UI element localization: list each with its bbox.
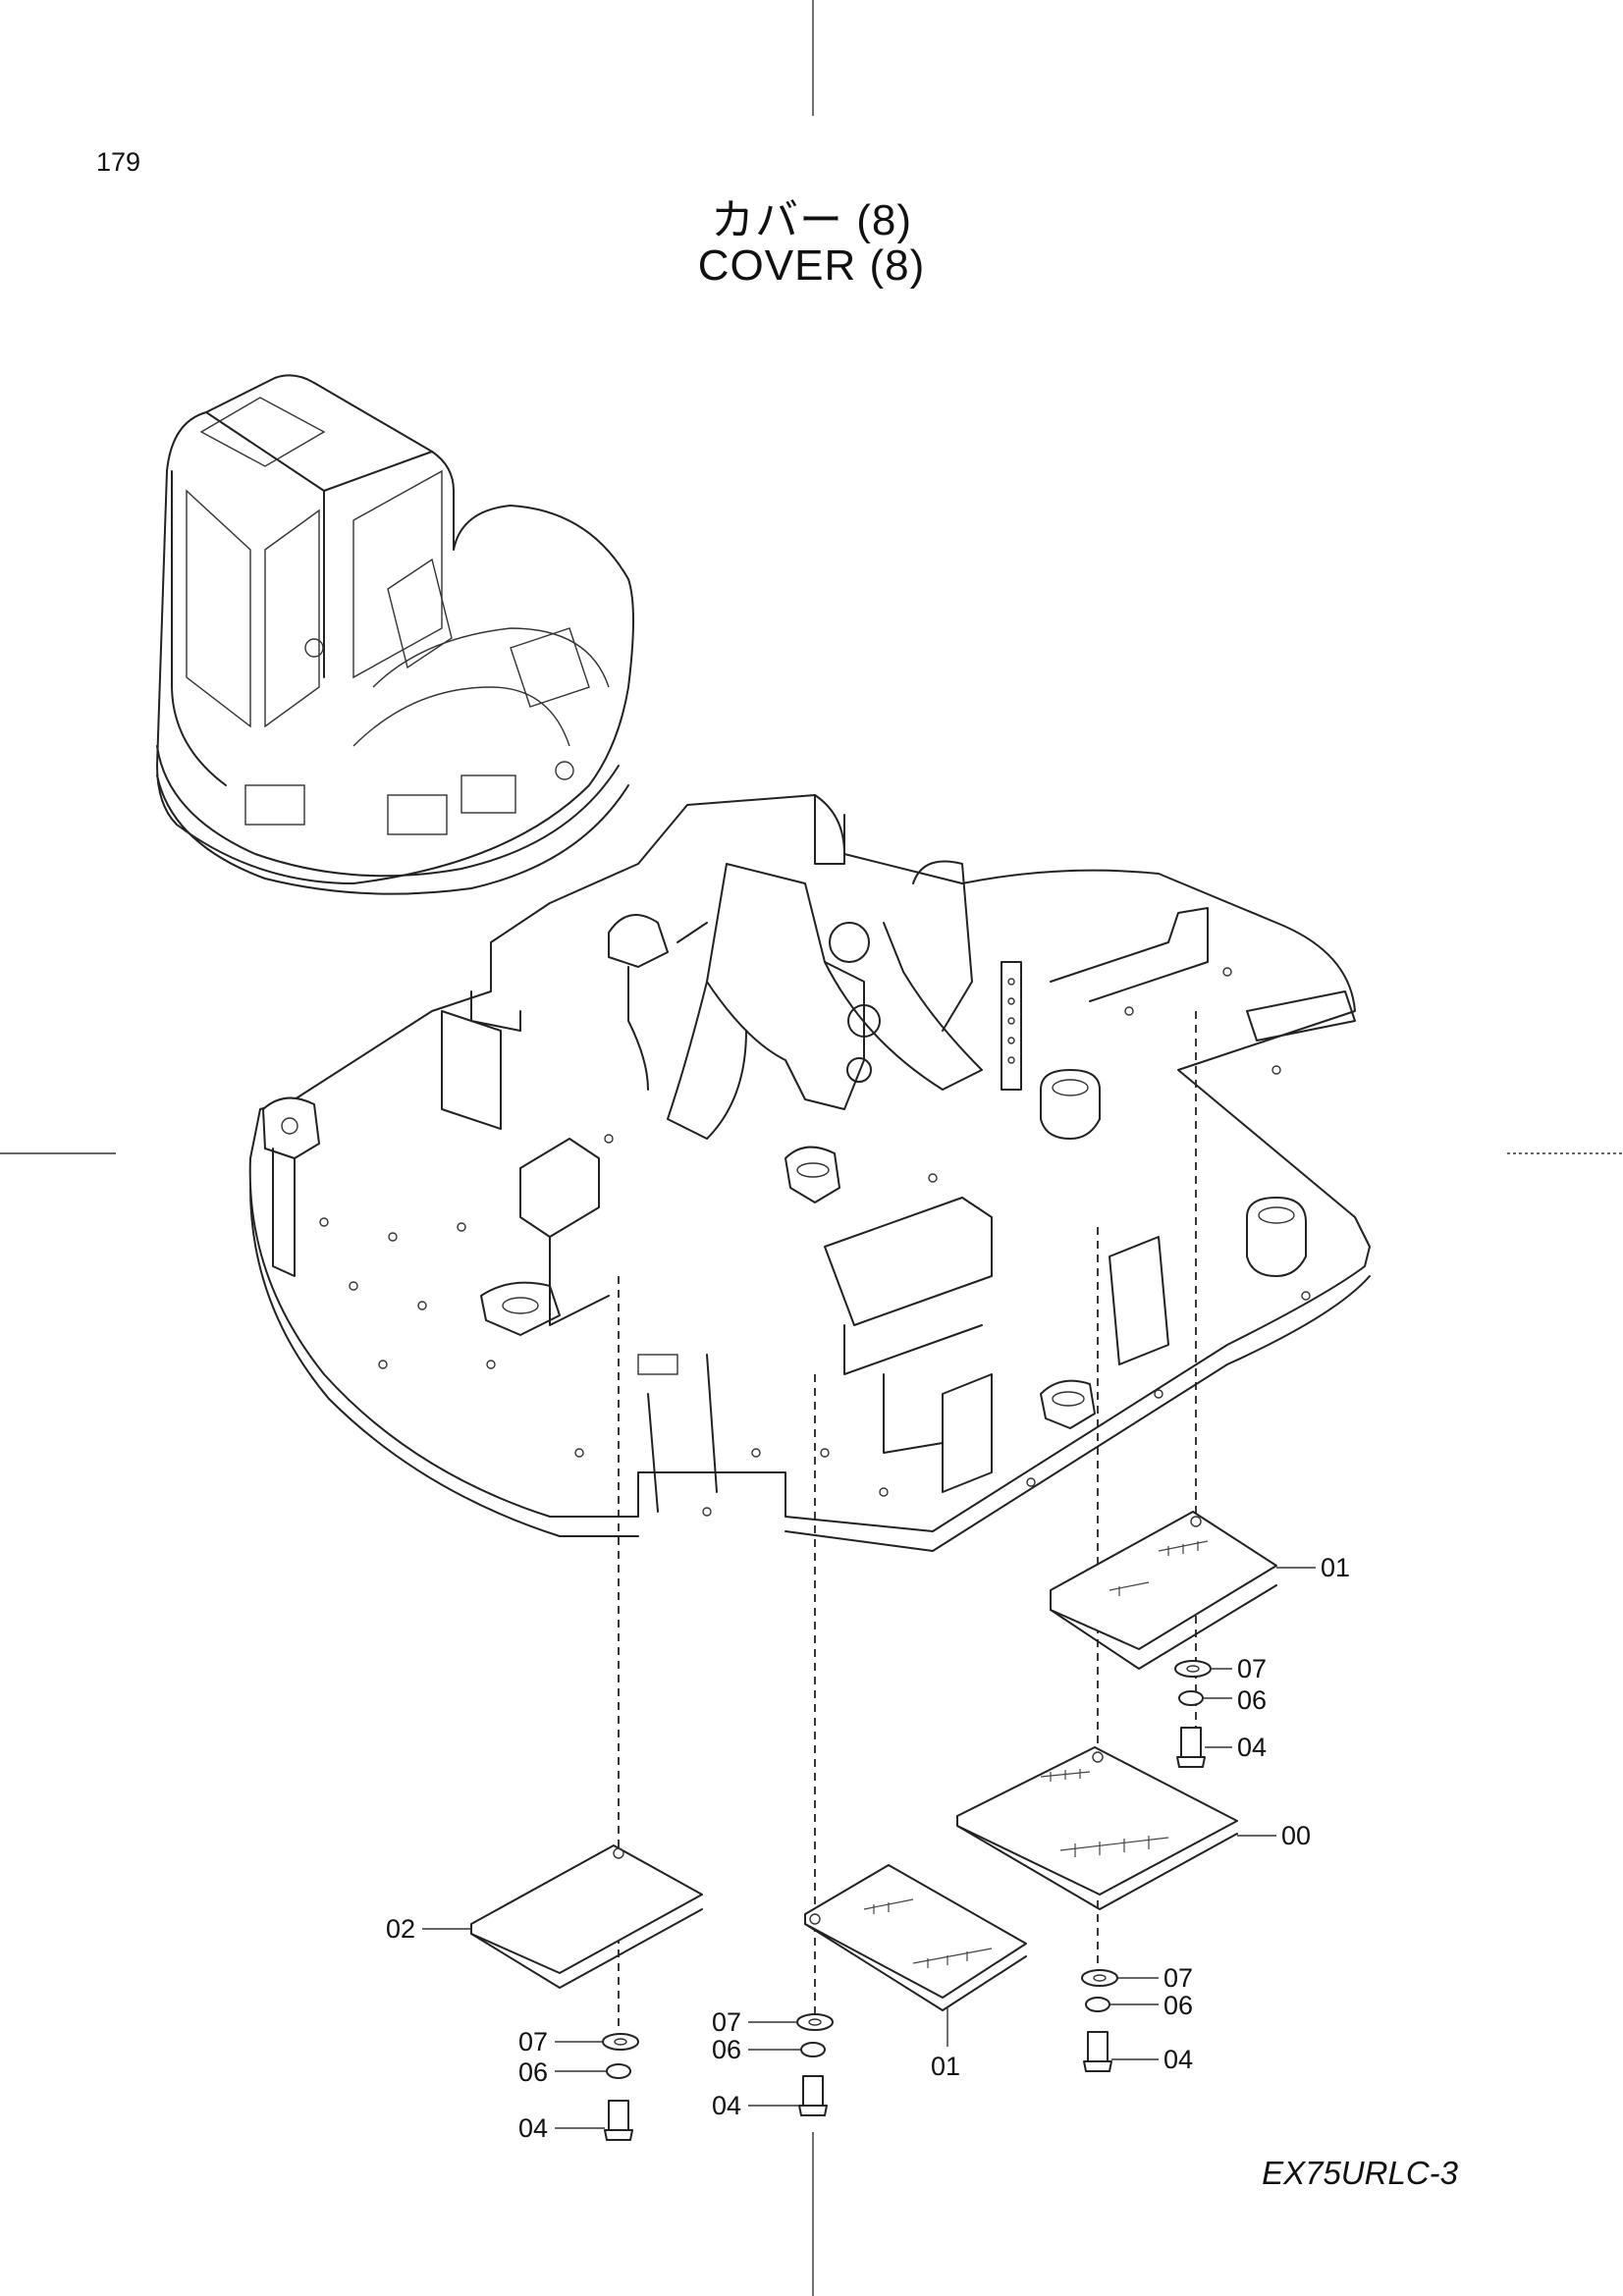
hardware-set-middle (748, 2013, 834, 2116)
callout-01-top: 01 (1321, 1553, 1350, 1582)
page-title-english: COVER (8) (697, 241, 926, 290)
page-number: 179 (96, 147, 141, 177)
callout-00: 00 (1281, 1821, 1311, 1850)
hardware-set-left (555, 2033, 639, 2141)
callout-02: 02 (386, 1914, 415, 1944)
cover-plate-01-middle (804, 1864, 1027, 2047)
callout-04-left: 04 (518, 2113, 548, 2143)
callout-04-right-bottom: 04 (1163, 2045, 1193, 2074)
cover-plate-00 (956, 1746, 1276, 1910)
callout-07-right-top: 07 (1237, 1654, 1267, 1683)
model-code: EX75URLC-3 (1262, 2155, 1458, 2191)
callout-06-left: 06 (518, 2057, 548, 2087)
cover-plate-02 (422, 1844, 703, 1989)
callout-04-middle: 04 (712, 2091, 741, 2120)
callout-07-left: 07 (518, 2027, 548, 2056)
callout-04-right-top: 04 (1237, 1733, 1267, 1762)
hardware-set-bottom-right (1081, 1969, 1159, 2072)
callout-01-middle: 01 (931, 2052, 960, 2081)
callout-06-middle: 06 (712, 2035, 741, 2064)
excavator-reference-view (156, 374, 634, 895)
callout-06-right-top: 06 (1237, 1685, 1267, 1715)
callout-07-middle: 07 (712, 2007, 741, 2037)
hardware-set-top-right (1174, 1660, 1232, 1768)
callout-06-right-bottom: 06 (1163, 1991, 1193, 2020)
revolving-frame (248, 794, 1371, 1552)
callout-07-right-bottom: 07 (1163, 1963, 1193, 1993)
cover-plate-01-top (1050, 1511, 1316, 1670)
page-title-japanese: カバー (8) (711, 196, 912, 244)
callout-labels: 01 07 06 04 00 07 06 04 02 07 06 04 07 0… (386, 1553, 1350, 2143)
